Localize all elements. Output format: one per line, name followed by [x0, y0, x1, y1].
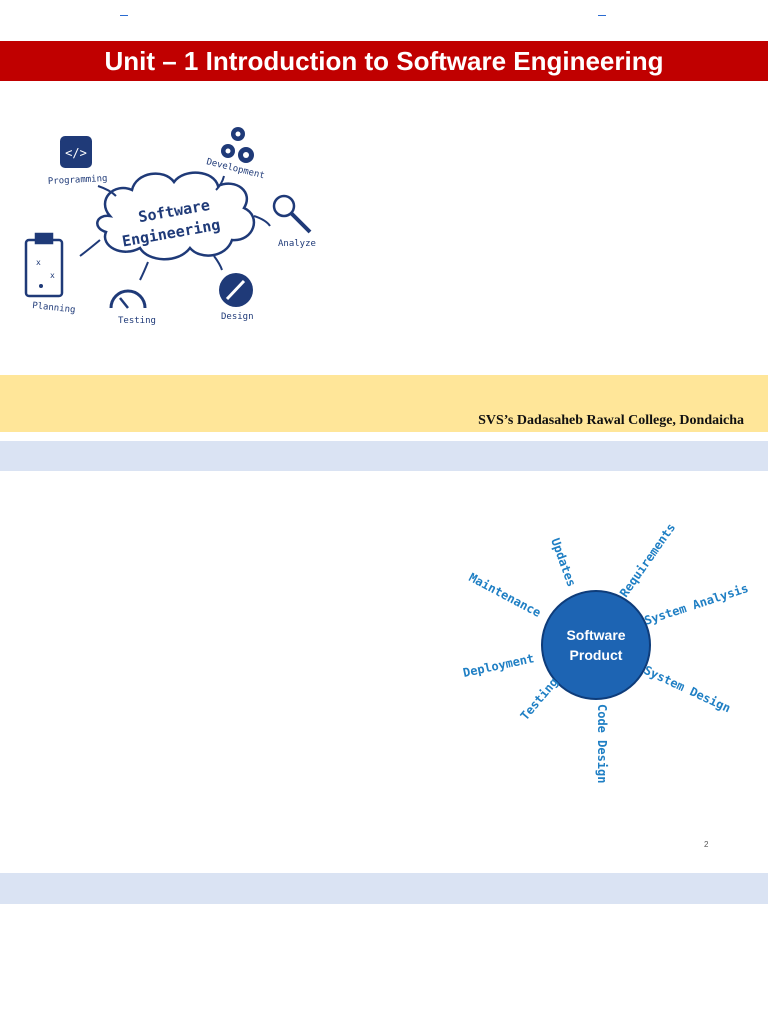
slide2-header-band	[0, 441, 768, 471]
svg-text:x: x	[50, 271, 55, 280]
slide3-header-band	[0, 873, 768, 904]
label-programming: Programming	[48, 174, 108, 187]
footer-band	[0, 375, 768, 432]
label-system-design: System Design	[642, 663, 733, 715]
svg-text:x: x	[36, 258, 41, 267]
product-line-1: Software	[566, 627, 625, 643]
page-number: 2	[704, 840, 709, 849]
label-testing-2: Testing	[518, 675, 561, 723]
magnifier-icon	[272, 194, 312, 234]
software-product-diagram: Software Product Updates Requirements Sy…	[462, 521, 750, 784]
label-testing: Testing	[118, 316, 156, 326]
arrows	[79, 175, 271, 281]
code-icon: </>	[60, 136, 92, 168]
top-mark-right	[598, 14, 606, 16]
top-mark-left	[120, 14, 128, 16]
product-line-2: Product	[570, 647, 623, 663]
college-name: SVS’s Dadasaheb Rawal College, Dondaicha	[478, 413, 744, 428]
label-updates: Updates	[548, 536, 578, 588]
svg-text:</>: </>	[65, 146, 87, 160]
gears-icon	[221, 127, 254, 163]
clipboard-icon: x x	[24, 232, 64, 298]
label-maintenance: Maintenance	[467, 570, 544, 620]
label-planning: Planning	[32, 301, 76, 315]
label-requirements: Requirements	[617, 521, 678, 600]
pencil-circle-icon	[219, 273, 253, 307]
gauge-icon	[109, 289, 147, 309]
label-deployment: Deployment	[462, 651, 536, 680]
slide-title: Unit – 1 Introduction to Software Engine…	[0, 41, 768, 81]
label-code-design: Code Design	[595, 704, 609, 783]
product-circle	[541, 590, 651, 700]
cloud-shape	[96, 171, 256, 261]
label-system-analysis: System Analysis	[643, 581, 750, 628]
label-analyze: Analyze	[278, 239, 316, 249]
label-design: Design	[221, 312, 254, 322]
software-engineering-diagram: Software Engineering </> Programming Dev…	[24, 127, 316, 326]
